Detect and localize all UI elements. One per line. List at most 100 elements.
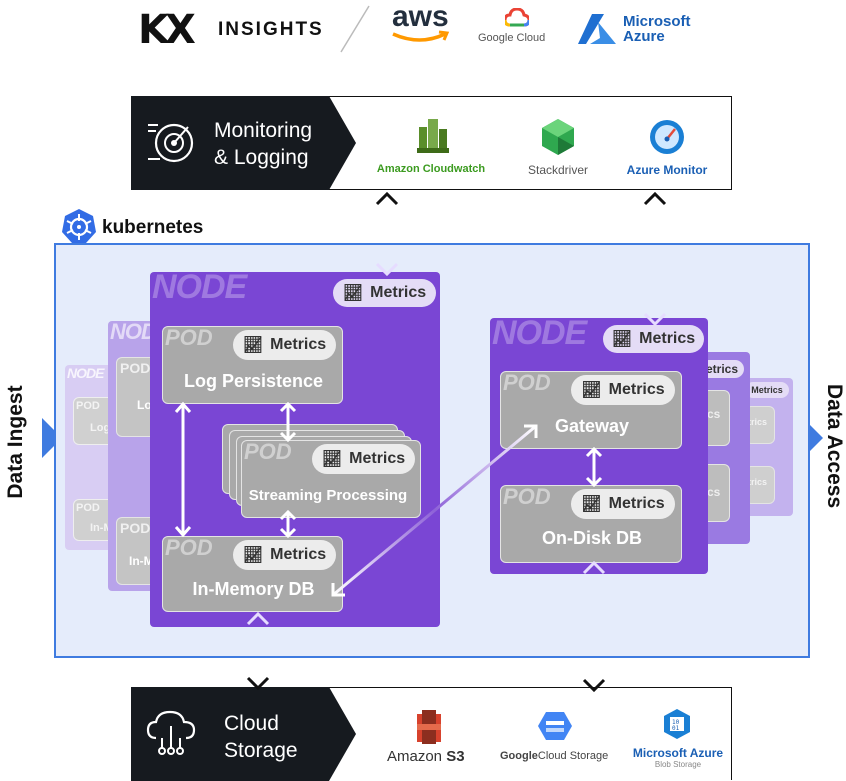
pod-label: POD <box>503 484 551 509</box>
google-cloud-storage-label-b: Cloud Storage <box>537 750 609 762</box>
azure-icon <box>578 14 616 44</box>
node-metrics-chip: 📈︎ Metrics <box>333 279 436 307</box>
metrics-chip: etrics <box>700 360 744 378</box>
metrics-label: Metrics <box>751 385 783 395</box>
monitoring-title-line2: & Logging <box>214 146 309 169</box>
amazon-s3-label-a: Amazon <box>387 748 443 765</box>
arrow-streaming-in-memory <box>279 509 297 539</box>
pod-title: In-M <box>129 554 154 568</box>
logo-divider <box>340 5 370 53</box>
monitoring-gauge-icon <box>148 123 194 163</box>
monitoring-title: Monitoring & Logging <box>214 117 312 171</box>
pod-title: Log Persistence <box>183 371 324 391</box>
metrics-label: Metrics <box>608 495 665 512</box>
pod-metrics-chip: 📈︎Metrics <box>571 375 675 405</box>
cloud-storage-icon <box>146 710 196 755</box>
pod-metrics-chip: 📈︎ Metrics <box>312 444 415 474</box>
google-cloud-logo: Google Cloud <box>478 8 558 48</box>
azure-monitor-label: Azure Monitor <box>626 163 708 177</box>
pod-text: trics <box>748 477 768 487</box>
google-cloud-storage-label: GoogleCloud Storage <box>500 750 608 762</box>
azure-blob-label: Microsoft Azure Blob Storage <box>620 746 736 769</box>
aws-logo: aws <box>390 0 460 50</box>
metrics-icon: 📈︎ <box>581 496 602 513</box>
metrics-label: Metrics <box>270 336 327 353</box>
arrow-monitoring-right-node <box>643 191 667 327</box>
pod-label: POD <box>165 325 213 350</box>
pod-label: POD <box>120 520 151 536</box>
metrics-icon: 📈︎ <box>321 451 343 468</box>
pod-metrics-chip: 📈︎ Metrics <box>571 489 675 519</box>
stackdriver-label: Stackdriver <box>527 163 589 177</box>
metrics-icon: 📈︎ <box>242 337 264 354</box>
node-label: NODE <box>492 314 587 352</box>
storage-title-panel <box>131 687 356 781</box>
storage-title-line1: Cloud <box>224 712 279 735</box>
amazon-s3-label: Amazon S3 <box>387 748 465 765</box>
svg-text:10: 10 <box>672 719 680 726</box>
pod-gateway: POD 📈︎Metrics Gateway <box>500 370 682 449</box>
storage-title: Cloud Storage <box>224 710 298 764</box>
pod-metrics-chip: 📈︎ Metrics <box>233 330 336 360</box>
amazon-s3-icon <box>417 710 441 744</box>
arrow-on-disk-storage <box>582 560 606 693</box>
azure-blob-label-line2: Blob Storage <box>654 760 702 769</box>
stackdriver-icon <box>542 119 574 155</box>
data-ingest-arrow-icon <box>42 418 62 458</box>
azure-monitor-icon <box>650 120 684 154</box>
pod-text: trics <box>748 417 768 427</box>
node-metrics-chip: 📈︎Metrics <box>603 325 704 353</box>
kx-insights-label: INSIGHTS <box>218 19 324 40</box>
pod-title: Streaming Processing <box>248 487 408 504</box>
metrics-label: Metrics <box>270 546 327 563</box>
node-background-right-2: Metrics trics trics <box>745 378 793 516</box>
arrow-gateway-on-disk <box>585 446 603 488</box>
pod-in-memory-db: POD 📈︎ Metrics In-Memory DB <box>162 535 343 612</box>
storage-title-line2: Storage <box>224 739 298 762</box>
pod-title: Gateway <box>554 416 630 436</box>
metrics-chip: Metrics <box>745 382 789 398</box>
pod-streaming-processing: POD 📈︎ Metrics Streaming Processing <box>241 439 421 518</box>
pod-title: In-Memory DB <box>192 579 315 599</box>
metrics-label: etrics <box>705 362 739 376</box>
aws-logo-text: aws <box>392 0 449 33</box>
monitoring-bar: Monitoring & Logging Amazon Cloudwatch S… <box>131 96 732 190</box>
azure-blob-label-line1: Microsoft Azure <box>632 746 724 760</box>
cloudwatch-icon <box>417 119 449 153</box>
pod-title: Log <box>90 422 111 434</box>
node-label: NODE <box>152 268 247 306</box>
aws-smile-icon <box>392 30 450 42</box>
amazon-s3-label-b: S3 <box>446 748 465 765</box>
metrics-icon: 📈︎ <box>581 382 602 399</box>
arrow-in-memory-gateway <box>331 424 538 597</box>
pod-label: POD <box>244 439 292 464</box>
storage-bar: Cloud Storage Amazon S3 GoogleCloud Stor… <box>131 687 732 781</box>
pod-log-persistence: POD 📈︎ Metrics Log Persistence <box>162 325 343 404</box>
azure-label-line2: Azure <box>623 28 665 45</box>
arrow-monitoring-left-node <box>375 191 399 277</box>
metrics-icon: 📈︎ <box>342 285 364 302</box>
pod-label: POD <box>76 502 100 514</box>
pod-text: cs <box>707 407 721 421</box>
google-cloud-label: Google Cloud <box>478 32 546 44</box>
pod-label: POD <box>503 370 551 395</box>
pod-on-disk-db: POD 📈︎ Metrics On-Disk DB <box>500 484 682 563</box>
azure-label-line1: Microsoft <box>623 13 691 30</box>
metrics-label: Metrics <box>370 284 427 301</box>
cloudwatch-label: Amazon Cloudwatch <box>376 163 486 175</box>
kubernetes-label: kubernetes <box>102 217 204 238</box>
pod-label: POD <box>76 400 100 412</box>
node-label: NODE <box>67 365 104 381</box>
metrics-icon: 📈︎ <box>242 547 264 564</box>
monitoring-title-line1: Monitoring <box>214 119 313 142</box>
kubernetes-icon <box>62 209 96 243</box>
pod-label: POD <box>165 535 213 560</box>
arrow-log-persistence-streaming <box>279 401 297 443</box>
monitoring-title-panel <box>131 96 356 190</box>
svg-text:01: 01 <box>672 725 680 732</box>
kx-logo-mark: KX <box>138 7 196 53</box>
metrics-label: Metrics <box>349 450 406 467</box>
pod-title: On-Disk DB <box>541 528 642 548</box>
